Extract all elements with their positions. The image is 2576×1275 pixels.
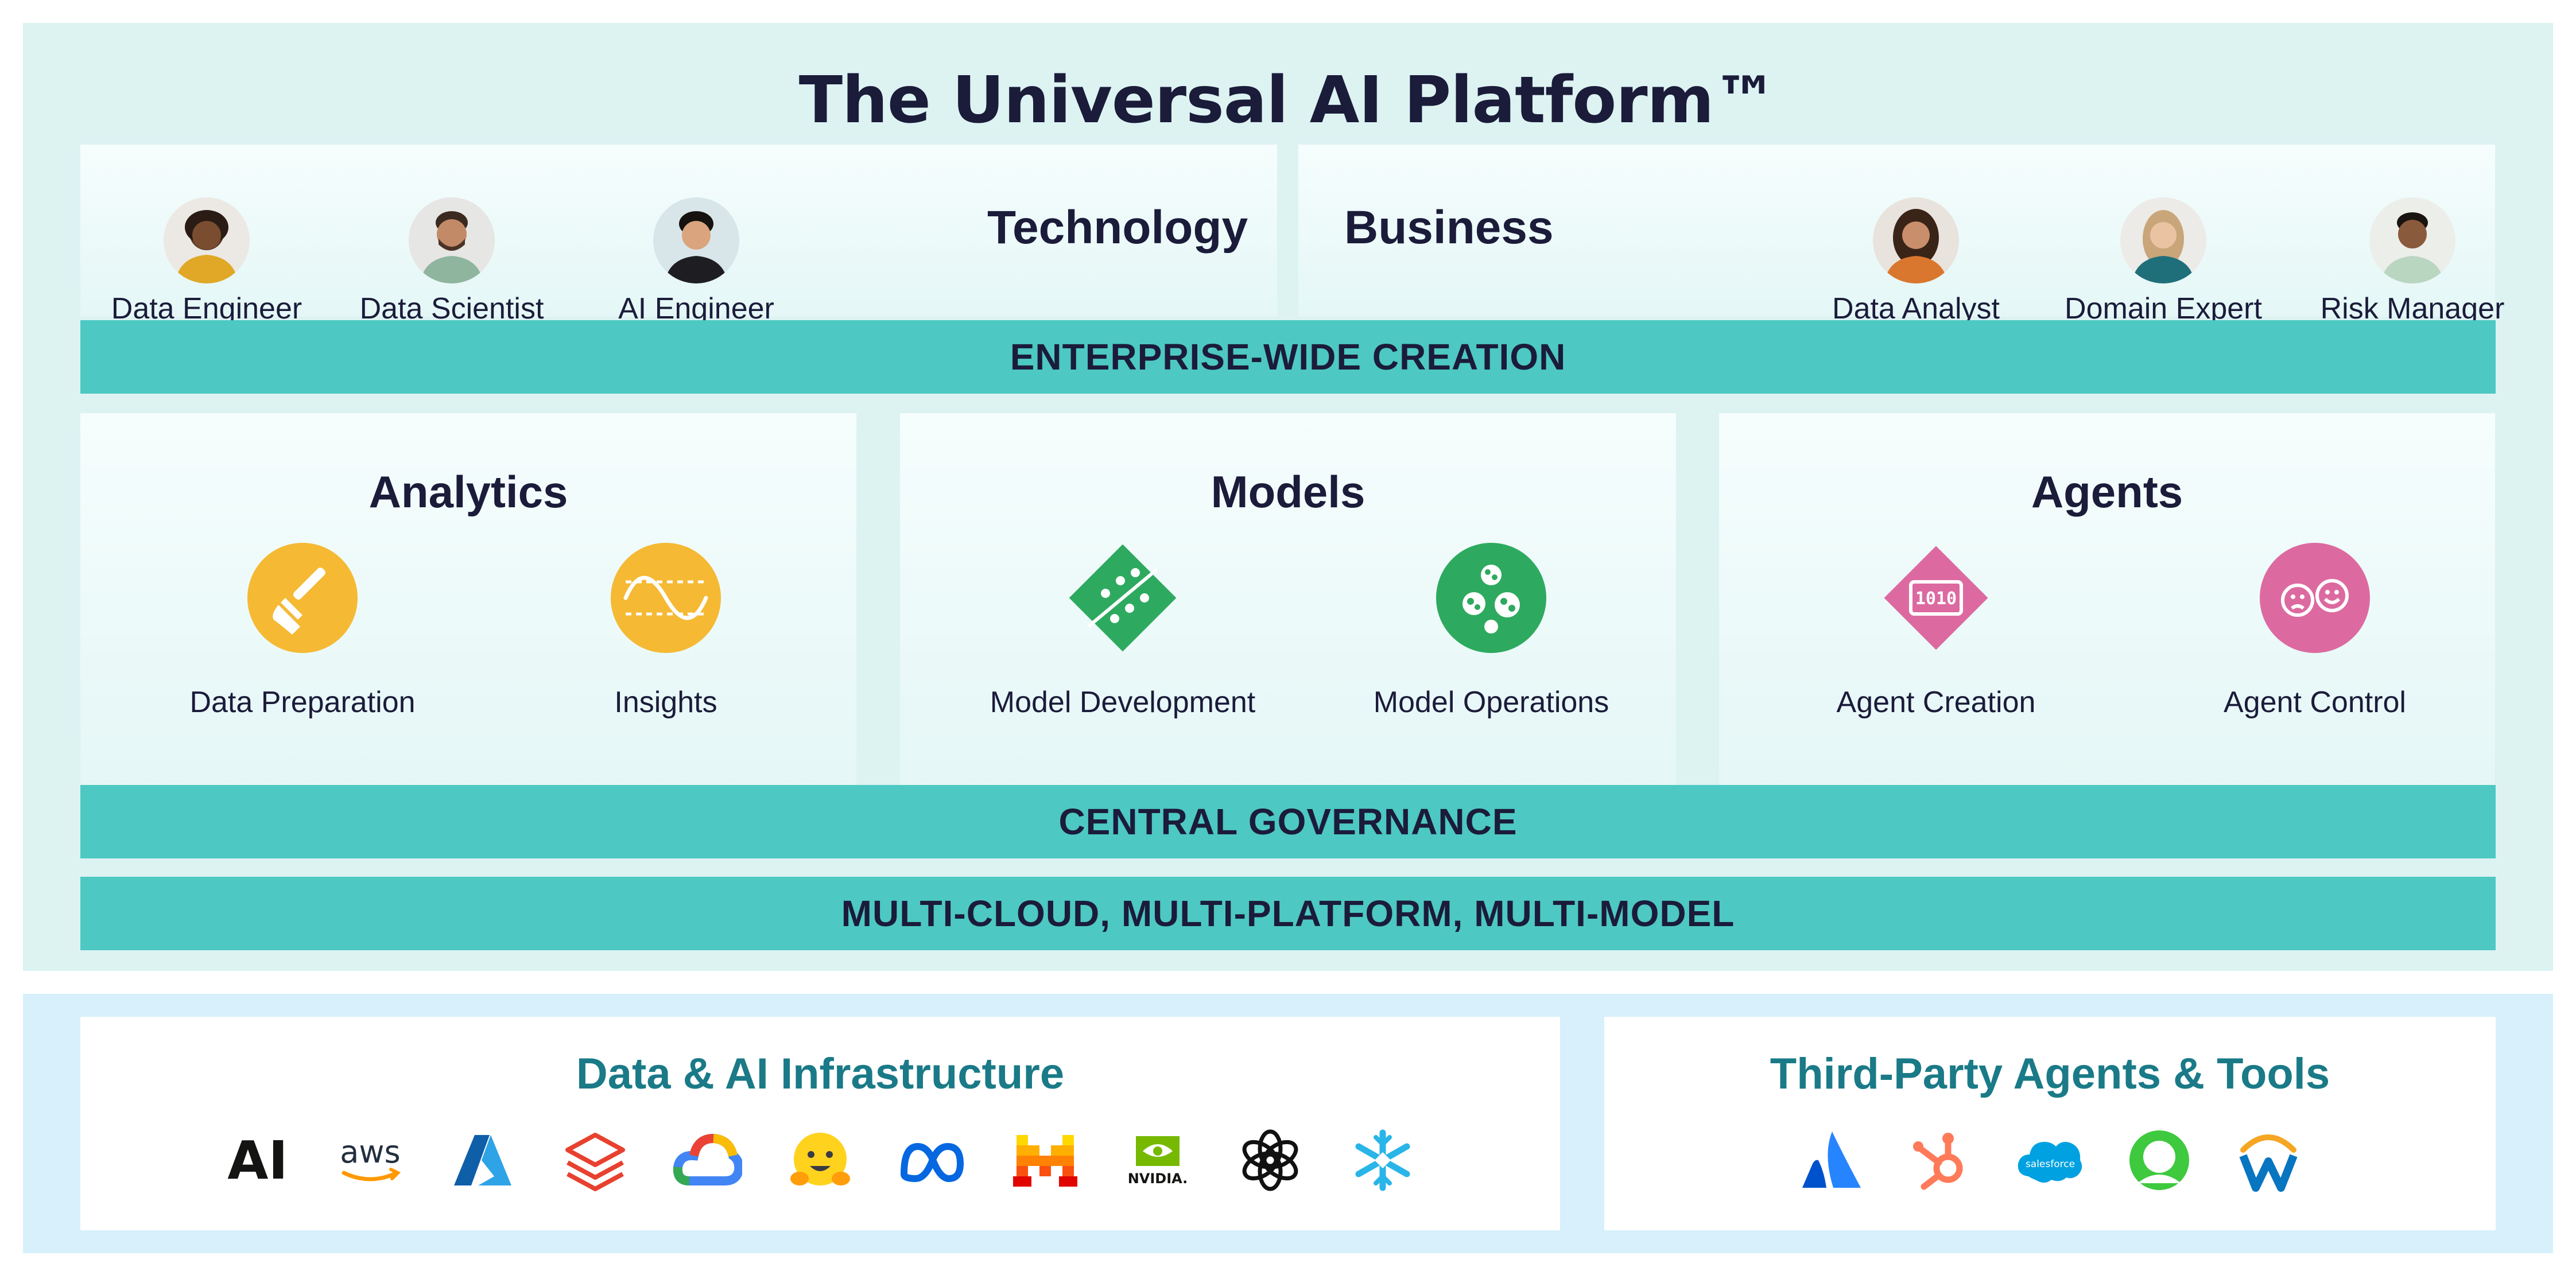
svg-text:NVIDIA.: NVIDIA. [1128,1171,1188,1187]
central-governance-band: CENTRAL GOVERNANCE [80,785,2496,858]
avatar [409,197,495,283]
capability-agent-control: Agent Control [2154,541,2476,720]
persona-label: Data Engineer [111,292,302,325]
persona-risk-manager: Risk Manager [2292,197,2533,326]
persona-data-engineer: Data Engineer [86,197,327,326]
mistral-logo [1011,1126,1080,1195]
models-panel: Models Model Development Model Operation… [900,413,1676,792]
capability-agent-creation: 1010 Agent Creation [1775,541,2097,720]
snowflake-logo [1348,1126,1417,1195]
anthropic-logo: AI [223,1126,292,1195]
page-title: The Universal AI Platform™ [798,63,1778,138]
binary-diamond-icon: 1010 [1879,541,1993,655]
persona-data-analyst: Data Analyst [1795,197,2036,326]
capability-model-operations: Model Operations [1330,541,1652,720]
persona-ai-engineer: AI Engineer [576,197,817,326]
avatar [164,197,250,283]
capability-label: Data Preparation [189,686,416,719]
capability-label: Model Development [990,686,1256,719]
scatter-diamond-icon [1065,541,1180,655]
bubbles-icon [1434,541,1549,655]
persona-label: Data Scientist [359,292,544,325]
aws-logo: aws [336,1126,405,1195]
models-title: Models [1211,467,1365,517]
svg-text:salesforce: salesforce [2025,1159,2074,1170]
third-party-agents-card: Third-Party Agents & Tools salesforce [1604,1017,2496,1230]
workday-logo [2234,1126,2303,1195]
persona-label: Data Analyst [1832,292,2000,325]
technology-panel: Data Engineer Data Scientist AI Engineer… [80,145,1277,325]
technology-heading: Technology [987,201,1248,254]
wave-chart-icon [608,541,723,655]
infrastructure-title: Data & AI Infrastructure [576,1049,1065,1098]
enterprise-wide-creation-band: ENTERPRISE-WIDE CREATION [80,320,2496,394]
capability-model-development: Model Development [962,541,1283,720]
capability-label: Agent Creation [1836,686,2036,719]
svg-text:aws: aws [340,1134,400,1170]
analytics-title: Analytics [368,467,568,517]
avatar [2120,197,2206,283]
broom-icon [245,541,360,655]
third-party-title: Third-Party Agents & Tools [1770,1049,2330,1098]
capability-label: Model Operations [1373,686,1609,719]
persona-label: Risk Manager [2320,292,2505,325]
avatar [653,197,739,283]
business-heading: Business [1344,201,1554,254]
capability-data-preparation: Data Preparation [142,541,463,720]
openai-logo [1236,1126,1305,1195]
third-party-logo-row: salesforce [1604,1126,2496,1195]
azure-logo [448,1126,517,1195]
nvidia-logo: NVIDIA. [1123,1126,1192,1195]
capability-label: Agent Control [2224,686,2406,719]
meta-logo [898,1126,967,1195]
svg-text:AI: AI [227,1130,288,1191]
hugging-face-logo [786,1126,855,1195]
databricks-logo [561,1126,630,1195]
agents-panel: Agents 1010 Agent Creation Agent Control [1719,413,2495,792]
platform-panel: The Universal AI Platform™ Data Engineer… [23,23,2553,971]
analytics-panel: Analytics Data Preparation Insights [80,413,856,792]
agents-title: Agents [2031,467,2183,517]
persona-label: AI Engineer [618,292,774,325]
faces-icon [2257,541,2372,655]
infrastructure-panel: Data & AI Infrastructure AI aws [23,994,2553,1253]
persona-label: Domain Expert [2065,292,2262,325]
hubspot-logo [1907,1126,1976,1195]
persona-domain-expert: Domain Expert [2043,197,2284,326]
persona-data-scientist: Data Scientist [331,197,572,326]
google-cloud-logo [673,1126,742,1195]
capability-label: Insights [614,686,717,719]
multi-cloud-band: MULTI-CLOUD, MULTI-PLATFORM, MULTI-MODEL [80,877,2496,950]
avatar [2369,197,2455,283]
capability-insights: Insights [505,541,827,720]
svg-text:1010: 1010 [1915,589,1957,609]
salesforce-logo: salesforce [2016,1126,2085,1195]
business-panel: Business Data Analyst Domain Expert Risk… [1298,145,2504,325]
infrastructure-logo-row: AI aws NVIDIA. [80,1126,1560,1195]
data-ai-infrastructure-card: Data & AI Infrastructure AI aws [80,1017,1560,1230]
atlassian-logo [1798,1126,1867,1195]
avatar [1873,197,1959,283]
green-ring-logo [2125,1126,2194,1195]
